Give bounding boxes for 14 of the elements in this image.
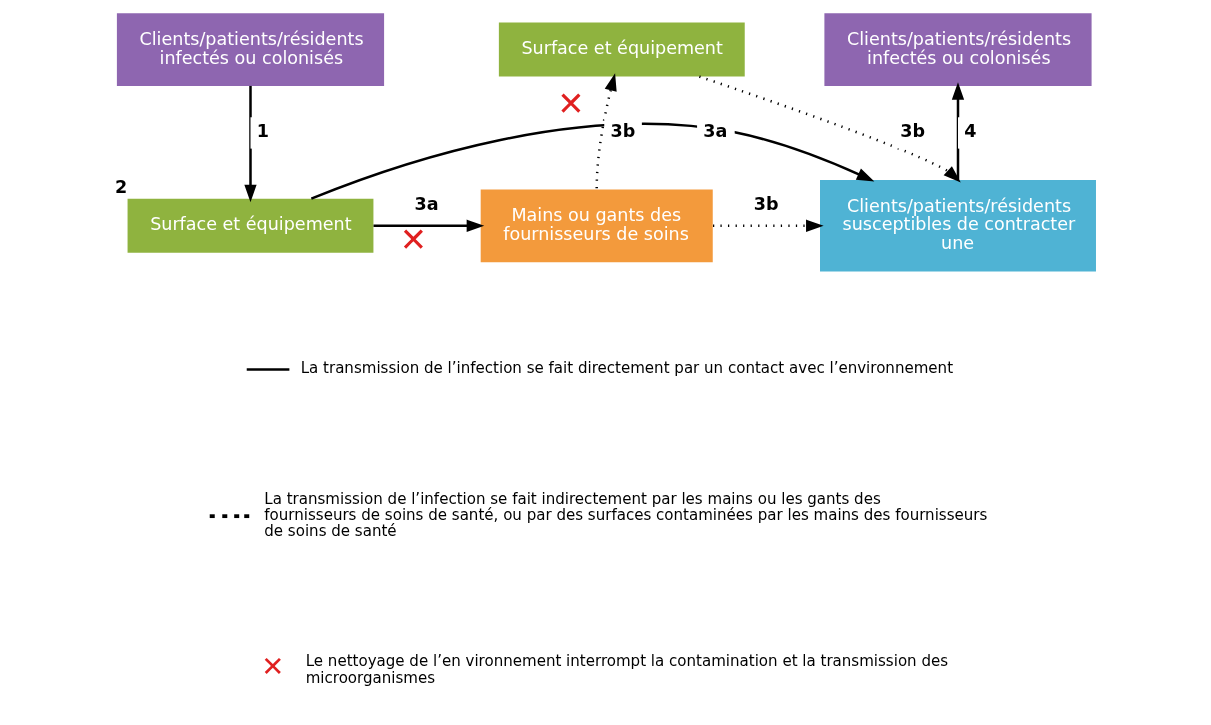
node-label: 2 (115, 176, 128, 197)
legend-label: La transmission de l’infection se fait indirectement par les mains ou les gants des fournisseurs de soins de santé, ou par des surfaces contaminées par les mains des fournisseurs de soins de santé (264, 489, 988, 541)
label: ✕ (261, 650, 285, 684)
edge-label: 3b (753, 194, 779, 215)
legend-label: Le nettoyage de l’en vironnement interrompt la contamination et la transmission des microorganismes (305, 652, 949, 687)
edge-label: 3a (703, 120, 728, 141)
legend-label: La transmission de l’infection se fait directement par un contact avec l’environnement (300, 359, 954, 378)
edge-label: 1 (256, 120, 269, 141)
edge-label: 3a (414, 194, 439, 215)
label: ✕ (557, 85, 585, 124)
edge-label: 4 (964, 120, 977, 141)
label: ✕ (399, 220, 428, 259)
edge-label: 3b (900, 120, 926, 141)
edge-label: 3b (610, 120, 636, 141)
